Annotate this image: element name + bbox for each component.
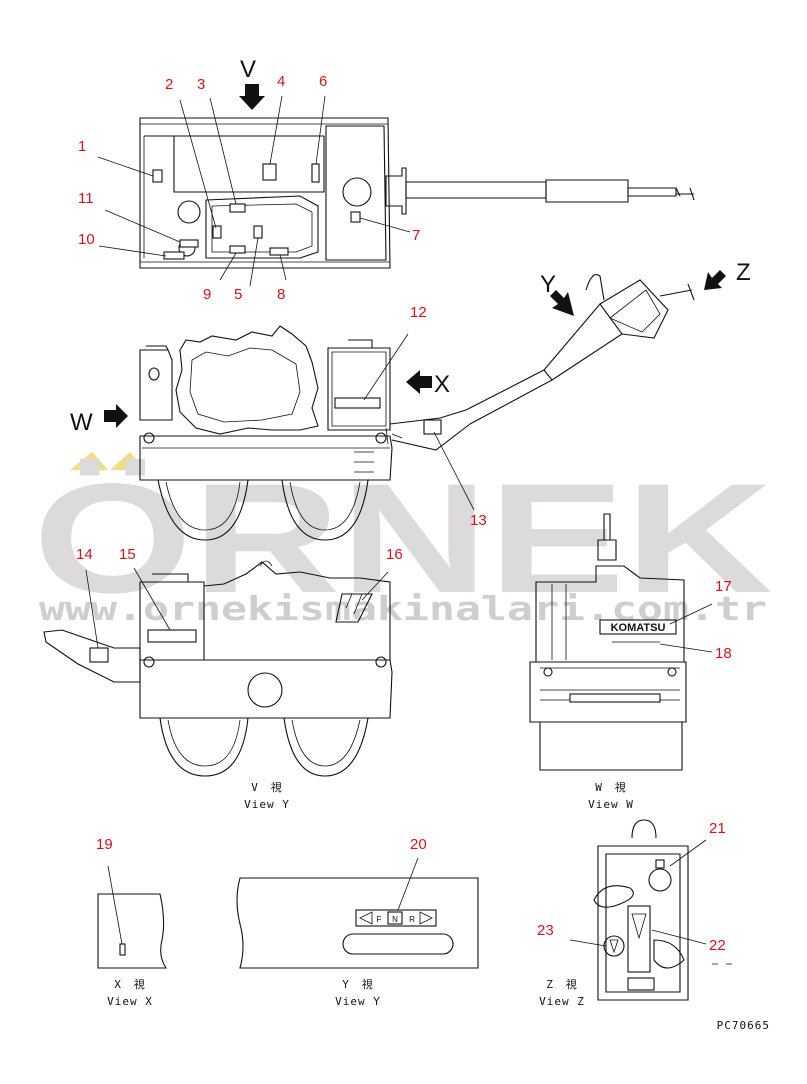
- callout-7: 7: [412, 227, 420, 244]
- callout-16: 16: [386, 546, 403, 563]
- callout-13: 13: [470, 512, 487, 529]
- callout-4: 4: [277, 73, 285, 90]
- caption-view-z-en: View Z: [539, 995, 585, 1008]
- view-x-drawing: [97, 865, 168, 969]
- caption-view-y-jp: Y 視: [342, 977, 374, 991]
- view-y-arrow-icon: [550, 290, 574, 316]
- callout-1: 1: [78, 138, 86, 155]
- callout-21: 21: [709, 820, 726, 837]
- view-marker-w: W: [70, 409, 93, 436]
- drawing-number: PC70665: [717, 1019, 770, 1032]
- view-z-arrow-icon: [704, 270, 726, 290]
- callout-11: 11: [78, 190, 94, 207]
- decal-direction-n: N: [392, 915, 398, 924]
- view-z-drawing: [569, 819, 732, 1001]
- view-marker-z: Z: [736, 259, 751, 286]
- callout-6: 6: [319, 73, 327, 90]
- callout-19: 19: [96, 836, 113, 853]
- caption-view-w-en: View W: [588, 798, 634, 811]
- view-v-drawing: [43, 560, 393, 777]
- watermark-accent: [70, 452, 146, 470]
- decal-direction-r: R: [409, 915, 415, 924]
- callout-10: 10: [78, 231, 95, 248]
- caption-view-x-en: View X: [107, 995, 153, 1008]
- callout-12: 12: [410, 304, 427, 321]
- caption-view-v-en: View Y: [244, 798, 290, 811]
- callout-labels: 1 2 3 4 5 6 7 8 9 10 11 12 13 14 15 16 1…: [76, 73, 732, 954]
- caption-view-z-jp: Z 視: [546, 977, 578, 991]
- decal-komatsu-brand: KOMATSU: [611, 622, 666, 634]
- callout-9: 9: [203, 286, 211, 303]
- callout-17: 17: [715, 578, 732, 595]
- view-marker-x: X: [434, 371, 450, 398]
- side-view-drawing: [139, 274, 695, 541]
- view-marker-y: Y: [540, 271, 556, 298]
- view-x-arrow-icon: [406, 370, 432, 394]
- callout-15: 15: [119, 546, 136, 563]
- watermark-brand: ÖRNEK: [33, 452, 773, 626]
- view-y-drawing: F N R: [236, 857, 479, 969]
- caption-view-y-en: View Y: [335, 995, 381, 1008]
- callout-18: 18: [715, 645, 732, 662]
- callout-14: 14: [76, 546, 93, 563]
- callout-2: 2: [165, 76, 173, 93]
- view-captions: V 視 View Y W 視 View W X 視 View X Y 視 Vie…: [107, 780, 634, 1008]
- callout-23: 23: [537, 922, 554, 939]
- watermark: ÖRNEK www.ornekismakinalari.com.tr: [33, 452, 773, 628]
- callout-8: 8: [277, 286, 285, 303]
- view-marker-v: V: [240, 56, 256, 83]
- callout-22: 22: [709, 937, 726, 954]
- top-view-drawing: [97, 95, 695, 287]
- callout-5: 5: [234, 286, 242, 303]
- view-w-arrow-icon: [104, 404, 128, 428]
- caption-view-x-jp: X 視: [114, 977, 146, 991]
- caption-view-w-jp: W 視: [595, 780, 627, 794]
- callout-3: 3: [197, 76, 205, 93]
- decal-direction-f: F: [377, 915, 382, 924]
- view-w-drawing: KOMATSU: [529, 513, 713, 771]
- callout-20: 20: [410, 836, 427, 853]
- caption-view-v-jp: V 視: [251, 780, 283, 794]
- view-v-arrow-icon: [239, 84, 265, 110]
